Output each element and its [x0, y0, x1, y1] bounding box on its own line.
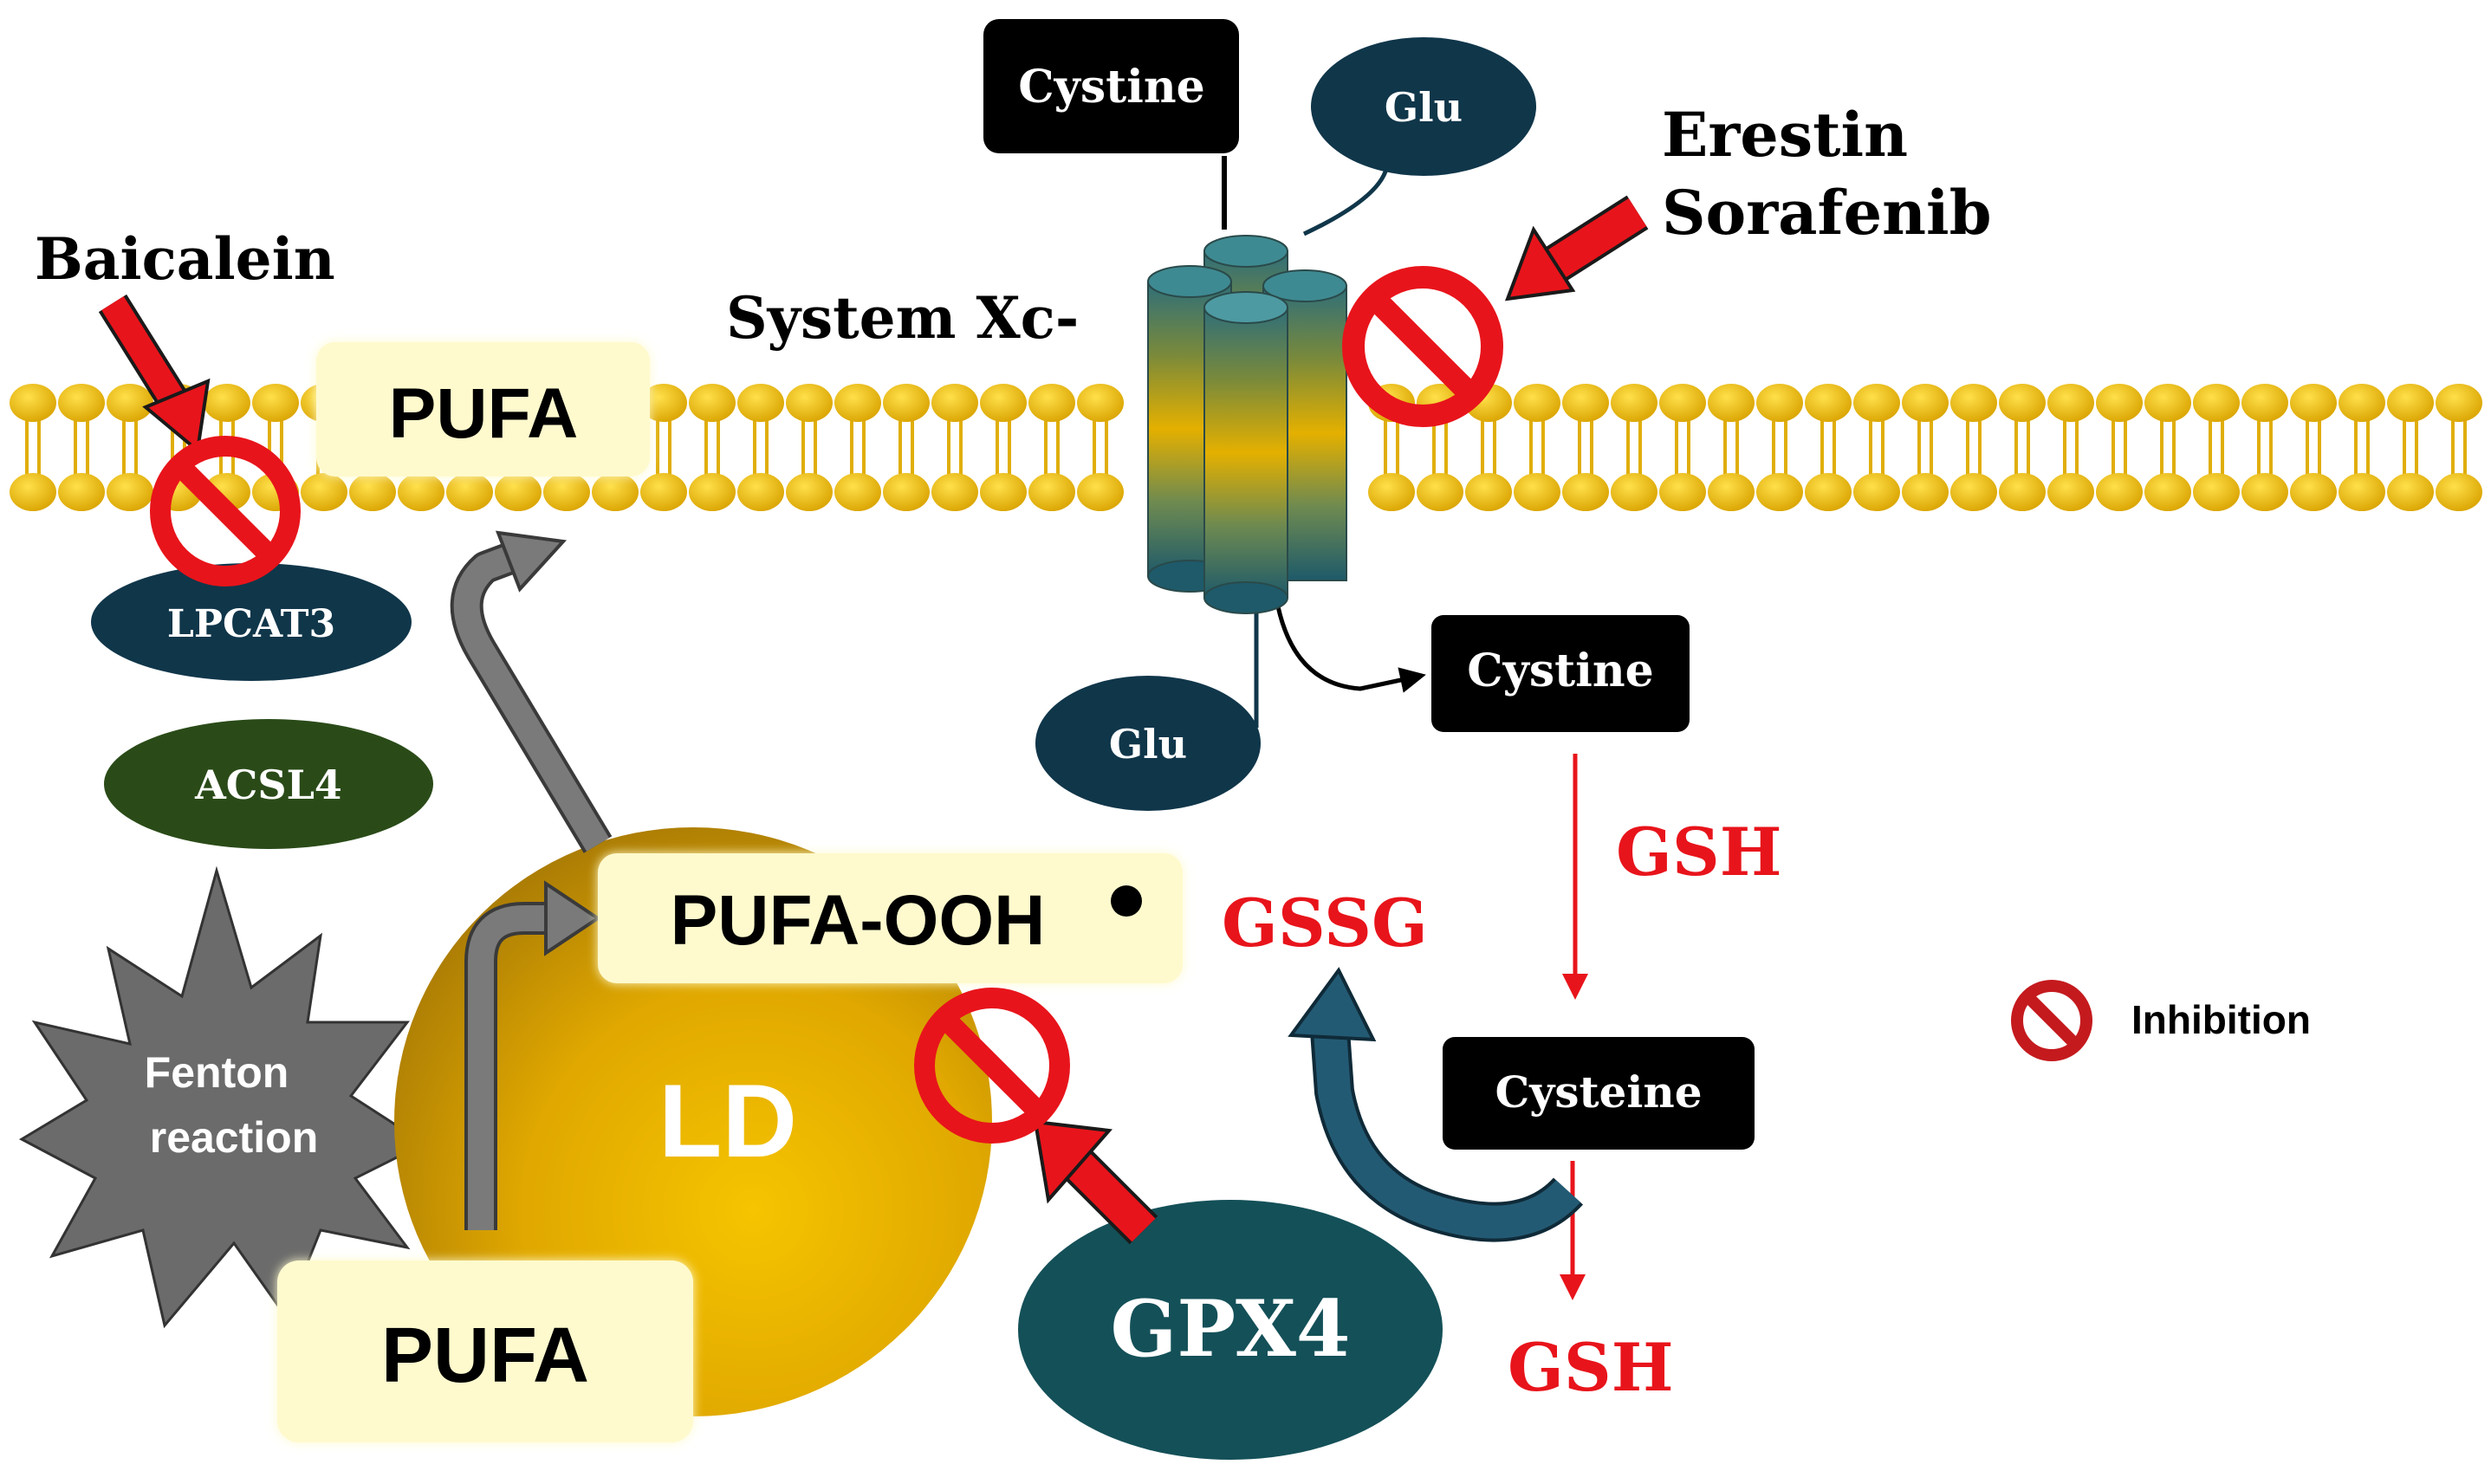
glu-bottom-label: Glu [1109, 721, 1187, 768]
legend: Inhibition [2011, 980, 2311, 1061]
inhibition-icon [914, 988, 1070, 1144]
glu-top-ellipse: Glu [1311, 37, 1536, 176]
cystine-top-box: Cystine [983, 19, 1239, 153]
sorafenib-label: Sorafenib [1662, 177, 1992, 249]
fenton-reaction-starburst: Fenton reaction [18, 865, 428, 1329]
gsh-bottom-label: GSH [1508, 1329, 1674, 1406]
inhibition-icon [1342, 266, 1503, 427]
erestin-sorafenib-inhibitor-arrow [1504, 195, 1649, 301]
fenton-label-line2: reaction [150, 1113, 319, 1162]
lipid-bilayer-membrane [10, 384, 2482, 511]
fenton-label-line1: Fenton [145, 1048, 289, 1097]
pufa-ooh-box: PUFA-OOH [598, 853, 1183, 983]
pufa-ooh-label: PUFA-OOH [671, 881, 1046, 960]
baicalein-inhibitor-arrow [98, 294, 211, 454]
cystine-right-label: Cystine [1467, 645, 1654, 697]
gpx4-label: GPX4 [1111, 1283, 1351, 1375]
transporter-cylinders [1147, 235, 1347, 614]
pufa-bottom-label: PUFA [381, 1312, 589, 1399]
lpcat3-label: LPCAT3 [167, 602, 335, 646]
inhibition-icon [2011, 980, 2092, 1061]
pufa-membrane-label: PUFA [389, 374, 579, 453]
cystine-top-label: Cystine [1018, 61, 1205, 113]
ld-label: LD [658, 1063, 797, 1179]
gsh-top-label: GSH [1616, 813, 1782, 891]
system-xc-label: System Xc- [726, 284, 1079, 352]
cystine-release-arrow [1275, 606, 1426, 693]
pufa-membrane-box: PUFA [316, 342, 650, 476]
gsh-to-gssg-arrow [1288, 967, 1584, 1242]
radical-dot [1111, 885, 1142, 917]
inhibition-icon [150, 436, 301, 586]
cysteine-label: Cysteine [1495, 1066, 1702, 1118]
baicalein-label: Baicalein [35, 225, 335, 293]
acsl4-enzyme: ACSL4 [104, 719, 433, 849]
pufa-to-pufa-ooh-arrow [464, 880, 601, 1230]
ld-to-membrane-arrow [450, 530, 613, 853]
glu-bottom-ellipse: Glu [1035, 676, 1261, 811]
gpx4-inhibitor-arrow [1033, 1119, 1158, 1245]
cystine-right-box: Cystine [1431, 615, 1690, 732]
pufa-bottom-box: PUFA [277, 1260, 693, 1442]
gssg-label: GSSG [1222, 885, 1428, 962]
cysteine-box: Cysteine [1443, 1037, 1755, 1150]
glu-top-label: Glu [1385, 84, 1463, 131]
lpcat3-enzyme: LPCAT3 [91, 563, 412, 681]
erestin-label: Erestin [1662, 99, 1908, 171]
gpx4-enzyme: GPX4 [1018, 1200, 1443, 1460]
legend-inhibition-label: Inhibition [2131, 997, 2311, 1042]
acsl4-label: ACSL4 [194, 761, 342, 808]
